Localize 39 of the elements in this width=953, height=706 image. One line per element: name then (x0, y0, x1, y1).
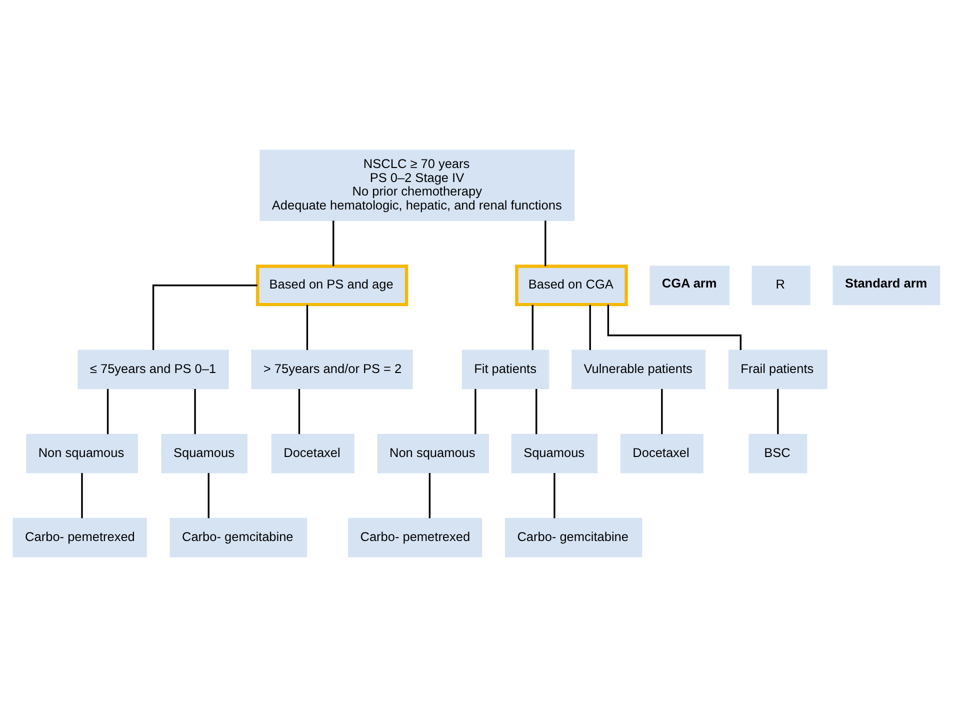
connector (106, 388, 109, 434)
node-box: Fit patients (462, 349, 550, 389)
node-box: > 75years and/or PS = 2 (251, 349, 413, 389)
node-box: Squamous (161, 433, 248, 473)
node-box: Docetaxel (271, 433, 354, 473)
node-box: R (752, 265, 810, 305)
connector (194, 388, 196, 434)
node-box: Squamous (511, 433, 598, 473)
connector (428, 472, 431, 518)
node-box: Carbo- pemetrexed (12, 517, 147, 557)
connector (332, 220, 334, 266)
connector (589, 304, 591, 350)
node-box: Non squamous (377, 433, 489, 473)
connector (554, 472, 556, 518)
node-box: NSCLC ≥ 70 years PS 0–2 Stage IV No prior chemotherapy Adequate hematologic, hepatic, and renal functions (260, 149, 575, 221)
node-box: Based on PS and age (256, 264, 408, 306)
connector (152, 284, 258, 350)
node-box: Non squamous (26, 433, 138, 473)
node-box: Docetaxel (620, 433, 704, 473)
connector (81, 472, 83, 518)
node-box: ≤ 75years and PS 0–1 (78, 349, 229, 389)
node-box: Based on CGA (515, 264, 628, 306)
connector (777, 388, 779, 434)
node-box: Standard arm (832, 265, 940, 305)
connector (474, 388, 476, 434)
node-box: Carbo- gemcitabine (504, 517, 642, 557)
node-box: CGA arm (650, 265, 730, 305)
connector (532, 304, 534, 350)
node-box: Carbo- pemetrexed (348, 517, 482, 557)
connector (544, 220, 546, 266)
connector (306, 304, 308, 350)
node-box: Vulnerable patients (571, 349, 706, 389)
connector (208, 472, 210, 518)
node-box: BSC (748, 433, 808, 473)
connector (298, 388, 300, 434)
connector (661, 388, 663, 434)
connector (536, 388, 538, 434)
node-box: Carbo- gemcitabine (170, 517, 308, 557)
node-box: Frail patients (728, 349, 828, 389)
